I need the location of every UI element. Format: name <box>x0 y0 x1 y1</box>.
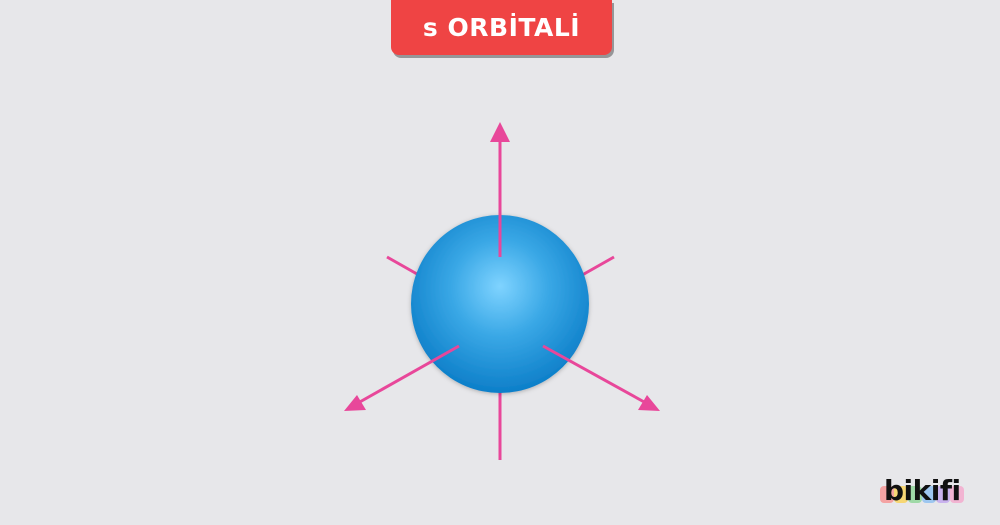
logo-bar-red <box>880 486 894 503</box>
logo-bar-pink <box>950 486 964 503</box>
arrow-up <box>490 122 510 257</box>
logo-bar-blue <box>922 486 936 503</box>
title-badge: s ORBİTALİ <box>391 0 612 55</box>
logo-bar-green <box>908 486 922 503</box>
brand-logo: bikifi <box>880 474 980 508</box>
title-text: s ORBİTALİ <box>422 13 581 42</box>
logo-bar-yellow <box>894 486 908 503</box>
brand-name: bikifi <box>884 474 961 507</box>
arrow-lower-left <box>344 344 460 411</box>
logo-bar-purple <box>936 486 950 503</box>
arrow-lower-right <box>542 344 660 411</box>
